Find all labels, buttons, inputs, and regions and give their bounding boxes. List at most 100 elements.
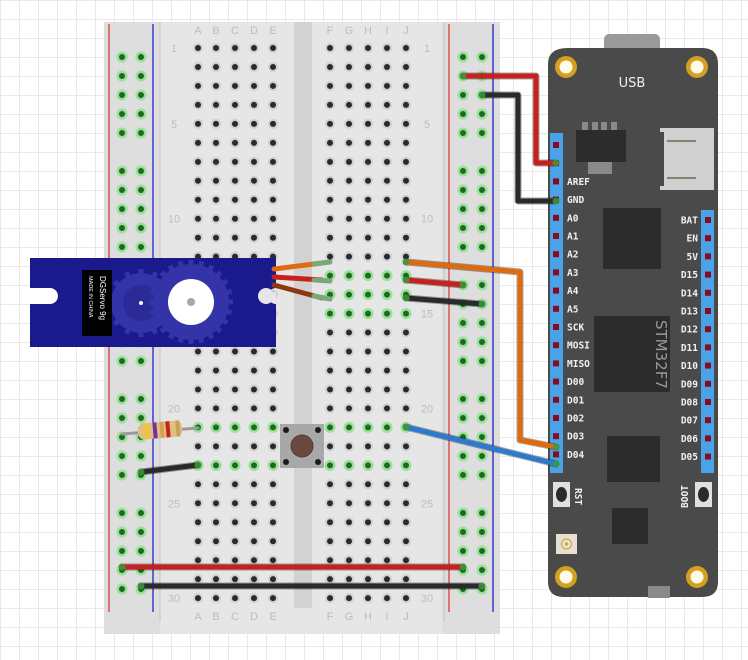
breadboard-hole[interactable] bbox=[325, 194, 335, 205]
breadboard-hole[interactable] bbox=[211, 194, 221, 205]
breadboard-hole[interactable] bbox=[193, 43, 203, 53]
breadboard-hole[interactable] bbox=[211, 61, 221, 72]
rail-hole[interactable] bbox=[457, 355, 469, 367]
breadboard-hole[interactable] bbox=[401, 99, 411, 110]
breadboard-hole[interactable] bbox=[344, 80, 354, 91]
breadboard-hole[interactable] bbox=[344, 403, 354, 414]
breadboard-hole[interactable] bbox=[230, 517, 240, 528]
breadboard-hole[interactable] bbox=[363, 99, 373, 110]
breadboard-hole[interactable] bbox=[344, 365, 354, 376]
rail-hole[interactable] bbox=[476, 279, 488, 291]
breadboard-hole[interactable] bbox=[401, 536, 411, 547]
breadboard-hole[interactable] bbox=[268, 213, 278, 224]
breadboard-hole[interactable] bbox=[268, 137, 278, 148]
rail-hole[interactable] bbox=[476, 507, 488, 519]
breadboard-hole[interactable] bbox=[193, 555, 203, 566]
breadboard-hole[interactable] bbox=[211, 213, 221, 224]
breadboard-hole[interactable] bbox=[382, 118, 392, 129]
breadboard-hole[interactable] bbox=[249, 479, 259, 490]
rail-hole[interactable] bbox=[457, 241, 469, 253]
rail-hole[interactable] bbox=[476, 184, 488, 196]
breadboard-hole[interactable] bbox=[344, 213, 354, 224]
breadboard-hole[interactable] bbox=[344, 251, 354, 262]
breadboard-hole[interactable] bbox=[382, 156, 392, 167]
breadboard-hole[interactable] bbox=[267, 421, 279, 433]
breadboard-hole[interactable] bbox=[268, 498, 278, 509]
rail-hole[interactable] bbox=[135, 127, 147, 139]
breadboard-hole[interactable] bbox=[363, 403, 373, 414]
rail-hole[interactable] bbox=[116, 355, 128, 367]
rail-hole[interactable] bbox=[135, 393, 147, 405]
breadboard-hole[interactable] bbox=[211, 346, 221, 357]
breadboard-hole[interactable] bbox=[325, 137, 335, 148]
rail-hole[interactable] bbox=[116, 222, 128, 234]
rail-hole[interactable] bbox=[457, 89, 469, 101]
breadboard-hole[interactable] bbox=[211, 441, 221, 452]
breadboard-hole[interactable] bbox=[268, 99, 278, 110]
breadboard-hole[interactable] bbox=[211, 232, 221, 243]
breadboard-hole[interactable] bbox=[230, 156, 240, 167]
breadboard-hole[interactable] bbox=[382, 498, 392, 509]
breadboard-hole[interactable] bbox=[344, 536, 354, 547]
rail-hole[interactable] bbox=[476, 222, 488, 234]
breadboard-hole[interactable] bbox=[343, 308, 355, 320]
breadboard-hole[interactable] bbox=[325, 80, 335, 91]
breadboard-hole[interactable] bbox=[363, 194, 373, 205]
breadboard-hole[interactable] bbox=[325, 346, 335, 357]
breadboard-hole[interactable] bbox=[363, 441, 373, 452]
breadboard-hole[interactable] bbox=[211, 99, 221, 110]
breadboard-hole[interactable] bbox=[344, 99, 354, 110]
breadboard-hole[interactable] bbox=[401, 365, 411, 376]
breadboard-hole[interactable] bbox=[249, 99, 259, 110]
breadboard-hole[interactable] bbox=[193, 365, 203, 376]
breadboard-hole[interactable] bbox=[193, 593, 203, 604]
rail-hole[interactable] bbox=[116, 241, 128, 253]
breadboard-hole[interactable] bbox=[249, 232, 259, 243]
breadboard-hole[interactable] bbox=[268, 593, 278, 604]
breadboard-hole[interactable] bbox=[268, 517, 278, 528]
breadboard-hole[interactable] bbox=[401, 80, 411, 91]
header-pin[interactable] bbox=[705, 217, 711, 223]
breadboard-hole[interactable] bbox=[193, 403, 203, 414]
breadboard-hole[interactable] bbox=[325, 213, 335, 224]
breadboard-hole[interactable] bbox=[211, 498, 221, 509]
breadboard-hole[interactable] bbox=[401, 175, 411, 186]
breadboard-hole[interactable] bbox=[230, 137, 240, 148]
breadboard-hole[interactable] bbox=[401, 346, 411, 357]
breadboard-hole[interactable] bbox=[249, 346, 259, 357]
breadboard-hole[interactable] bbox=[362, 308, 374, 320]
header-pin[interactable] bbox=[705, 326, 711, 333]
breadboard-hole[interactable] bbox=[344, 479, 354, 490]
rail-hole[interactable] bbox=[476, 241, 488, 253]
breadboard-hole[interactable] bbox=[401, 593, 411, 604]
breadboard-hole[interactable] bbox=[325, 441, 335, 452]
breadboard-hole[interactable] bbox=[268, 384, 278, 395]
breadboard-hole[interactable] bbox=[344, 232, 354, 243]
breadboard-hole[interactable] bbox=[211, 536, 221, 547]
breadboard-hole[interactable] bbox=[325, 99, 335, 110]
breadboard-hole[interactable] bbox=[382, 593, 392, 604]
breadboard-hole[interactable] bbox=[248, 459, 260, 471]
breadboard-hole[interactable] bbox=[325, 118, 335, 129]
breadboard-hole[interactable] bbox=[268, 365, 278, 376]
breadboard-hole[interactable] bbox=[382, 555, 392, 566]
breadboard-hole[interactable] bbox=[249, 498, 259, 509]
breadboard-hole[interactable] bbox=[268, 61, 278, 72]
breadboard-hole[interactable] bbox=[363, 80, 373, 91]
breadboard-hole[interactable] bbox=[325, 232, 335, 243]
header-pin[interactable] bbox=[553, 433, 559, 440]
breadboard-hole[interactable] bbox=[363, 574, 373, 585]
breadboard-hole[interactable] bbox=[324, 308, 336, 320]
breadboard-hole[interactable] bbox=[401, 479, 411, 490]
rail-hole[interactable] bbox=[457, 222, 469, 234]
header-pin[interactable] bbox=[705, 344, 711, 351]
rail-hole[interactable] bbox=[476, 412, 488, 424]
breadboard-hole[interactable] bbox=[363, 555, 373, 566]
breadboard-hole[interactable] bbox=[268, 346, 278, 357]
breadboard-hole[interactable] bbox=[363, 213, 373, 224]
wire-button-signal[interactable] bbox=[402, 423, 560, 468]
breadboard-hole[interactable] bbox=[211, 80, 221, 91]
breadboard-hole[interactable] bbox=[400, 308, 412, 320]
breadboard-hole[interactable] bbox=[249, 574, 259, 585]
breadboard-hole[interactable] bbox=[382, 574, 392, 585]
